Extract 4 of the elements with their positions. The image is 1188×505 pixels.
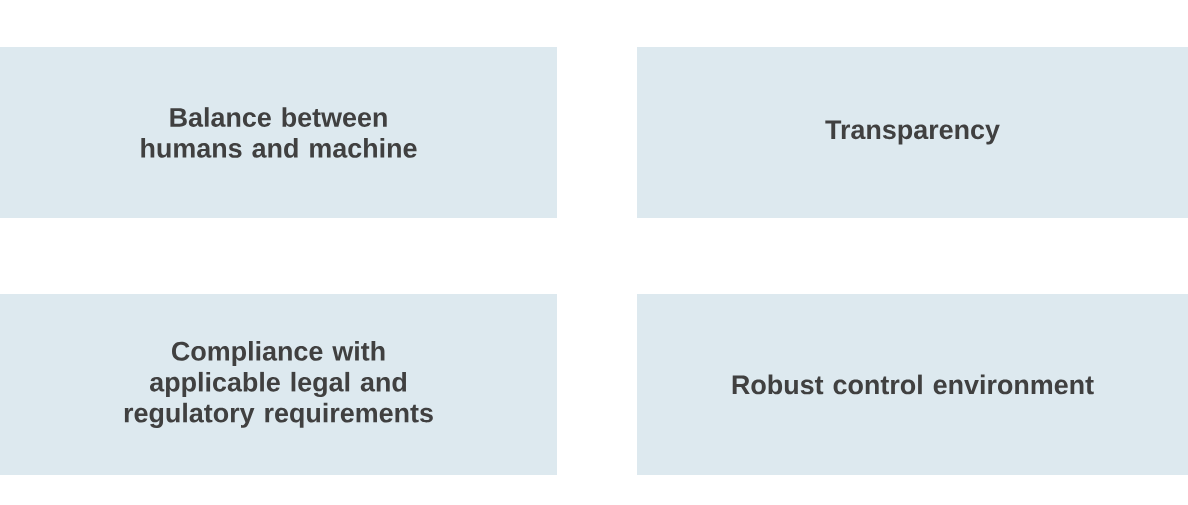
text-box: Transparency: [637, 47, 1188, 218]
text-box: Balance between humans and machine: [0, 47, 557, 218]
text-box: Compliance with applicable legal and regulatory requirements: [0, 294, 557, 475]
text-box: Robust control environment: [637, 294, 1188, 475]
